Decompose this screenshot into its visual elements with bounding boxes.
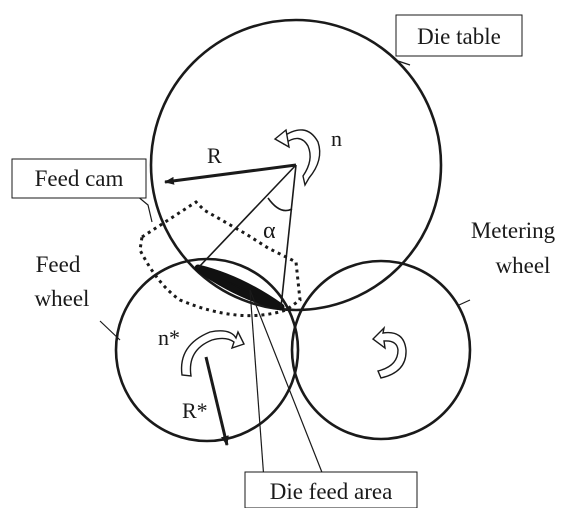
die-table-leader [394,59,411,66]
symbol-n: n [331,126,342,151]
die-feed-area-label-box [244,471,418,508]
metering-wheel-label-line1: Metering [471,218,556,243]
die-table-circle [149,18,443,312]
die-feed-area-leader-1 [249,289,265,481]
feed-wheel-leader [99,320,121,341]
metering-wheel-circle [290,259,472,441]
symbol-r-star: R* [182,398,208,423]
symbol-alpha: α [263,218,276,244]
symbol-n-star: n* [158,325,180,350]
die-table-label-box [395,14,523,57]
metering-wheel-label-line2: wheel [496,253,551,278]
die-feed-area-leader-2 [249,289,326,481]
rotation-arrow-nstar-icon [180,330,245,377]
angle-line-right [280,164,297,308]
die-table-label: Die table [417,24,501,49]
die-feed-area-label: Die feed area [270,479,393,504]
die-feed-area-shape [194,264,285,311]
rotation-arrow-n-icon [273,128,321,187]
feed-wheel-label-line2: wheel [35,286,90,311]
feed-cam-label: Feed cam [35,166,124,191]
rotation-arrow-metering-icon [371,325,407,379]
angle-arc [267,197,293,212]
feed-cam-label-box [11,158,147,199]
radius-rstar-arrow [204,356,229,446]
radius-r-arrow [164,163,297,185]
angle-line-left [197,164,297,269]
symbol-r: R [207,143,222,168]
metering-wheel-leader [458,299,471,306]
feed-wheel-label-line1: Feed [36,252,81,277]
